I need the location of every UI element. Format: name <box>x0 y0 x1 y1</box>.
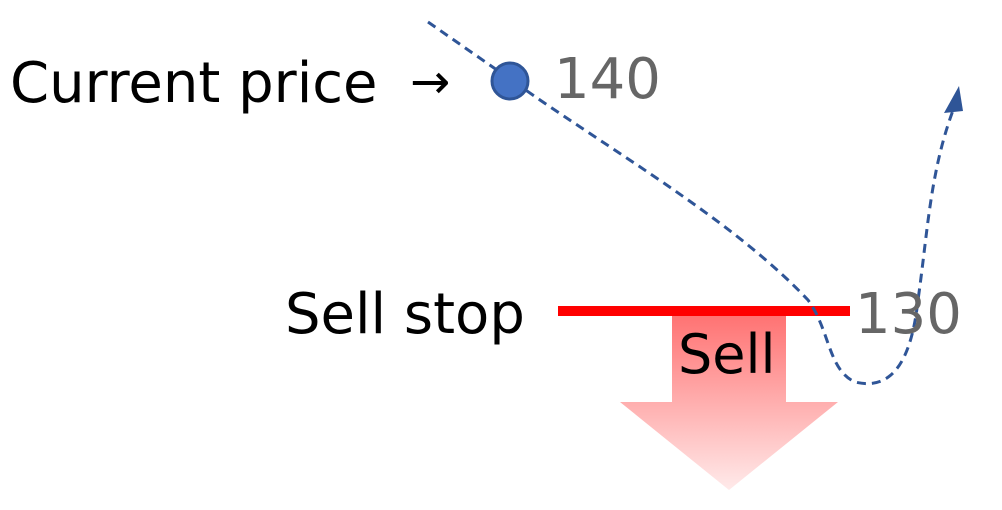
price-path-arrowhead-icon <box>944 86 963 113</box>
sell-stop-label: Sell stop <box>285 282 525 347</box>
sell-label: Sell <box>678 323 776 386</box>
current-price-label: Current price <box>10 51 378 116</box>
price-path-line <box>427 20 957 386</box>
sell-down-arrow-icon <box>620 312 838 490</box>
current-price-value: 140 <box>554 47 661 112</box>
current-price-dot-icon <box>490 61 530 101</box>
sell-stop-value: 130 <box>855 282 962 347</box>
current-price-arrow-icon: → <box>410 54 450 110</box>
